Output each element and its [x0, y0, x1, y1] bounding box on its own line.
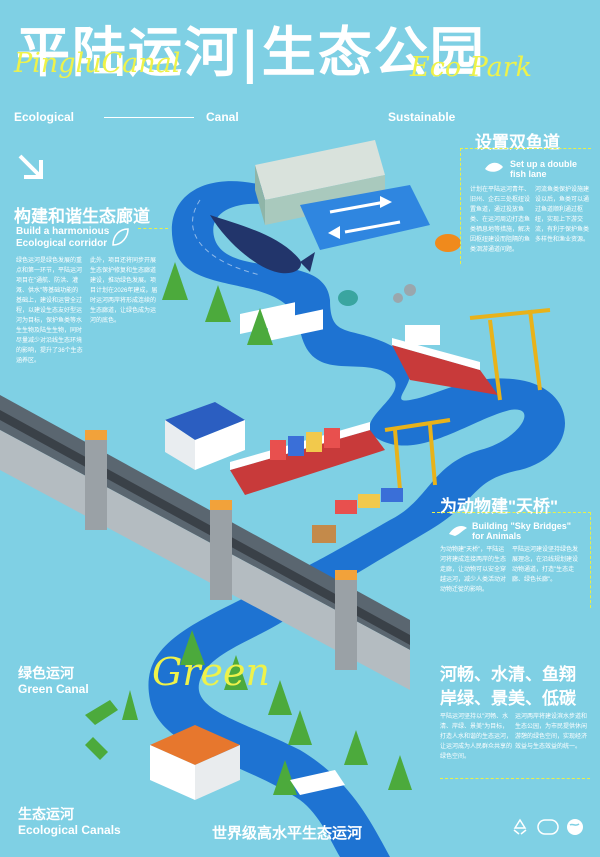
warehouse — [165, 402, 245, 470]
eco-canals-en: Ecological Canals — [18, 823, 121, 837]
sky-bridge-en-1: Building "Sky Bridges" — [472, 521, 572, 531]
corridor-en-1: Build a harmonious — [16, 226, 110, 237]
green-canal-cn: 绿色运河 — [18, 665, 74, 681]
fish-lane-text-2: 河流鱼类保护设施建设以后，鱼类可以通过鱼道顺利通过枢纽，实现上下游交流，有利于保… — [535, 187, 590, 243]
eco-canals-cn: 生态运河 — [18, 806, 74, 822]
canal-water — [148, 181, 565, 857]
sky-bridge-title: 为动物建"天桥" — [440, 497, 559, 516]
tag-ecological: Ecological — [14, 110, 75, 124]
fish-lane-title: 设置双鱼道 — [475, 133, 560, 152]
bridge — [0, 395, 410, 690]
fish-lane-en-2: fish lane — [510, 169, 547, 179]
fish-ladder-building — [255, 140, 430, 250]
sky-bridge-text-2: 平陆运河建设坚持绿色发展理念，在沿线规划建设动物通道，打造"生态走廊、绿色长廊"… — [512, 547, 579, 583]
globe-icon — [567, 819, 583, 835]
corridor-title: 构建和谐生态廊道 — [14, 207, 150, 226]
house — [150, 725, 240, 800]
port-crane-lower — [384, 418, 451, 491]
fish-icon — [485, 162, 503, 172]
recycle-shape — [85, 700, 118, 760]
recycle-icon — [513, 818, 527, 835]
port-crane-upper — [469, 308, 551, 401]
slogan-text-1: 平陆运河坚持以"河畅、水清、岸绿、景美"为目标，打造人水和谐的生态运河，让运河成… — [440, 714, 513, 760]
trees — [122, 262, 412, 795]
whale — [210, 215, 315, 274]
cargo-ship-lower — [230, 422, 385, 495]
dolphin-icon — [449, 526, 467, 536]
slogan-text-2: 运河两岸将建设滨水步道和生态公园，为市民提供休闲游憩的绿色空间，实现经济效益与生… — [515, 714, 588, 750]
sky-bridge-frame — [432, 512, 591, 608]
script-title-left: PingluCanal — [14, 48, 181, 79]
tag-sustainable: Sustainable — [388, 110, 456, 124]
corridor-text-1: 绿色运河是绿色发展的重点和第一环节，平陆运河项目在"通航、防洪、灌溉、供水"等基… — [16, 258, 83, 364]
arrow-down-right-icon — [18, 154, 43, 179]
leaf-icon — [112, 228, 129, 246]
tag-canal: Canal — [206, 110, 239, 124]
corridor-text-2: 此外，项目还将同步开展生态保护修复和生态廊道建设，推动绿色发展。项目计划在202… — [90, 258, 158, 324]
footer-slogan: 世界级高水平生态运河 — [212, 825, 363, 842]
green-canal-en: Green Canal — [18, 682, 89, 696]
slogan-line-2: 岸绿、景美、低碳 — [440, 689, 576, 708]
corridor-en-2: Ecological corridor — [16, 238, 108, 249]
corridor-divider — [138, 228, 168, 229]
slogan-divider — [440, 778, 590, 779]
fish-lane-text-1: 计划在平陆运河青年、旧州、企石三处枢纽设置鱼道，通过投放鱼类、在运河周边打造鱼类… — [470, 187, 531, 253]
green-script: Green — [152, 650, 270, 694]
eco-badge-icon — [537, 819, 559, 835]
sky-bridge-text-1: 为动物建"天桥"，平陆运河将建成连接两岸的生态走廊，让动物可以安全穿越运河，减少… — [440, 547, 507, 593]
fish-lane-en-1: Set up a double — [510, 159, 578, 169]
cargo-ship-upper — [392, 325, 498, 395]
sky-bridge-en-2: for Animals — [472, 531, 522, 541]
fish-lane-frame — [460, 148, 591, 264]
slogan-line-1: 河畅、水清、鱼翔 — [440, 665, 576, 684]
page-title: 平陆运河|生态公园 — [16, 21, 486, 84]
header-divider — [104, 117, 194, 118]
script-title-right: Eco Park — [410, 52, 532, 83]
